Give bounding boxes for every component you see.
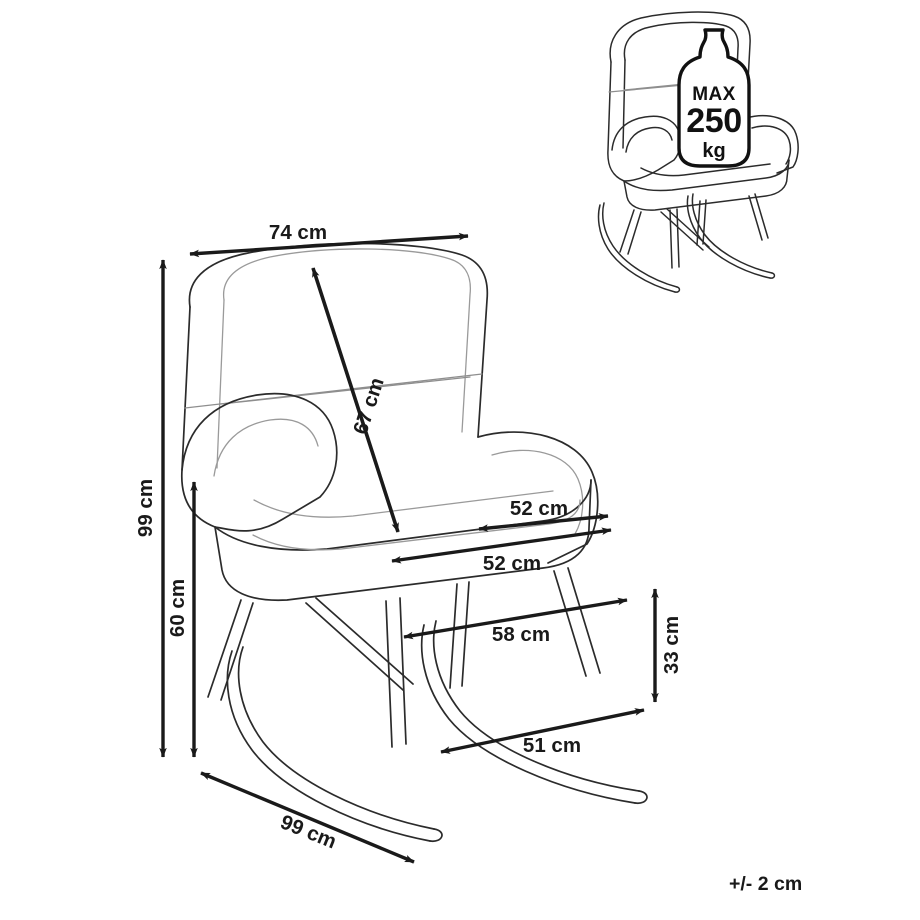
dimension-seat-height-33: 33 cm xyxy=(651,588,683,703)
thumbnail-chair-illustration xyxy=(597,11,799,293)
dimension-label-67: 67 cm xyxy=(349,375,389,437)
dimension-rocker-span-51: 51 cm xyxy=(440,708,645,757)
dimension-depth-99: 99 cm xyxy=(200,771,415,864)
dimension-height-99: 99 cm xyxy=(134,259,167,758)
max-weight-badge: MAX 250 kg xyxy=(677,28,751,168)
dimension-label-52-upper: 52 cm xyxy=(510,497,568,520)
dimension-label-58: 58 cm xyxy=(492,623,550,646)
dimension-label-99-height: 99 cm xyxy=(134,479,157,537)
badge-unit-label: kg xyxy=(702,140,725,162)
badge-weight-value: 250 xyxy=(686,102,742,140)
dimension-label-33: 33 cm xyxy=(660,616,683,674)
dimension-seat-width-upper-52: 52 cm xyxy=(478,497,609,532)
dimension-label-74: 74 cm xyxy=(269,221,327,244)
tolerance-note: +/- 2 cm xyxy=(729,873,802,895)
dimension-width-74: 74 cm xyxy=(189,221,469,258)
dimension-seatback-60: 60 cm xyxy=(166,481,198,758)
dimension-label-52-lower: 52 cm xyxy=(483,552,541,575)
dimension-seat-depth-58: 58 cm xyxy=(403,597,628,646)
dimension-label-60: 60 cm xyxy=(166,579,189,637)
dimension-label-51: 51 cm xyxy=(523,734,581,757)
dimension-backrest-67: 67 cm xyxy=(311,267,400,533)
badge-max-label: MAX xyxy=(692,84,735,105)
dimension-seat-width-lower-52: 52 cm xyxy=(391,527,612,575)
